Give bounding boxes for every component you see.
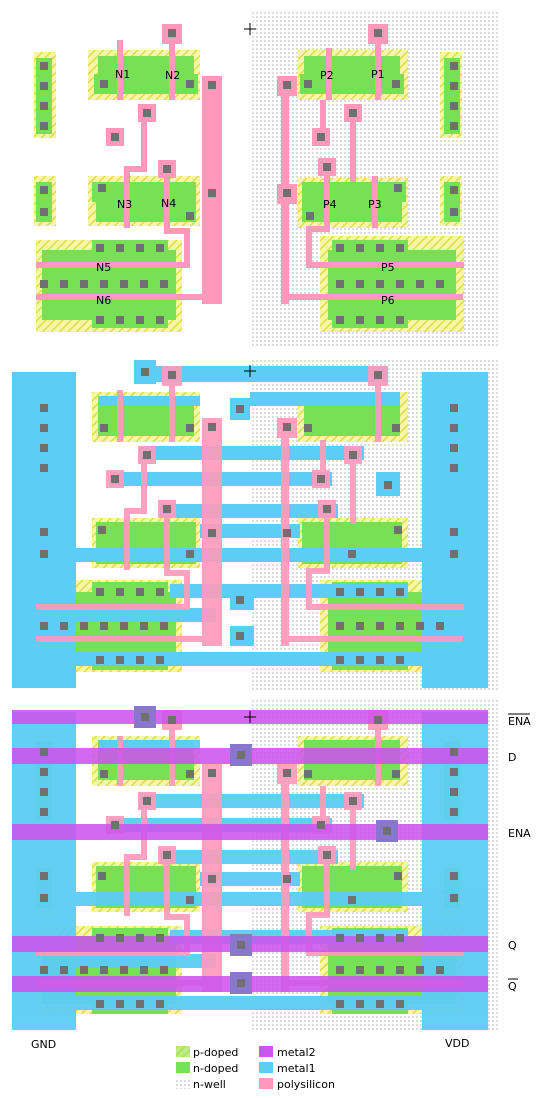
contacts [40, 29, 458, 324]
signal-label-ena: ENA [508, 827, 531, 840]
signal-q-bar: Q [508, 978, 518, 993]
legend-swatch-polysilicon [259, 1078, 273, 1089]
label-p4: P4 [323, 198, 337, 211]
label-p5: P5 [381, 261, 395, 274]
origin-crosshair [244, 23, 256, 35]
legend-swatch-metal1 [259, 1062, 273, 1073]
legend-swatch-metal2 [259, 1046, 273, 1057]
label-n6: N6 [96, 294, 111, 307]
signal-label-d: D [508, 751, 516, 764]
signal-label-ena-bar: ENA [508, 715, 531, 728]
label-n1: N1 [115, 68, 130, 81]
panel-metal2: ENA D ENA Q Q GND VDD [12, 700, 531, 1051]
legend-label-metal2: metal2 [277, 1046, 316, 1059]
label-p3: P3 [368, 198, 382, 211]
legend-label-p-doped: p-doped [193, 1046, 238, 1059]
label-p2: P2 [320, 69, 334, 82]
legend-label-n-doped: n-doped [193, 1062, 238, 1075]
legend-label-polysilicon: polysilicon [277, 1078, 335, 1091]
label-p6: P6 [381, 294, 395, 307]
label-n2: N2 [165, 69, 180, 82]
legend-swatch-n-well [176, 1078, 190, 1089]
signal-label-q: Q [508, 939, 517, 952]
legend-swatch-n-doped [176, 1062, 190, 1073]
signal-ena-bar: ENA [508, 713, 531, 728]
label-p1: P1 [371, 68, 385, 81]
legend: p-doped n-doped n-well metal2 metal1 pol… [176, 1046, 335, 1091]
label-n3: N3 [117, 198, 132, 211]
rail-label-gnd: GND [31, 1038, 56, 1051]
rail-label-vdd: VDD [445, 1037, 469, 1050]
panel-devices: N1 N2 P2 P1 N3 N4 P4 P3 N5 N6 P5 P6 [34, 12, 500, 348]
legend-label-metal1: metal1 [277, 1062, 316, 1075]
label-n5: N5 [96, 261, 111, 274]
panel-metal1 [12, 360, 500, 690]
signal-label-q-bar: Q [508, 980, 517, 993]
label-n4: N4 [161, 197, 176, 210]
legend-label-n-well: n-well [193, 1078, 226, 1091]
